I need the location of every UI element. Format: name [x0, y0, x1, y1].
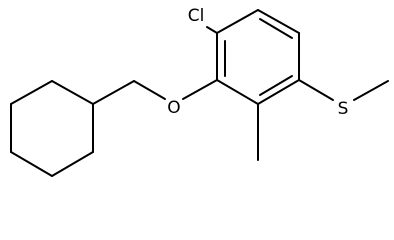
ring-bond-bottom-left [216, 79, 259, 105]
cyclohexane-bond-6 [51, 80, 94, 105]
cyclohexane-bond-3 [10, 151, 53, 177]
cyclohexane-bond-2 [51, 151, 94, 177]
molecule-structure: Cl S O [10, 6, 389, 177]
bond-methylene-cyclohexyl [92, 80, 135, 105]
sulfur-atom-label: S [338, 99, 349, 119]
oxygen-atom-label: O [167, 98, 180, 118]
ring-double-bond-top-right [259, 18, 293, 39]
ring-bond-bottom-right [257, 79, 300, 105]
chlorine-atom-label: Cl [188, 6, 205, 26]
benzene-ring [216, 9, 300, 105]
cyclohexane-bond-5 [10, 80, 53, 105]
bond-sulfur-methyl [353, 80, 389, 101]
ring-double-bond-bottom-right [259, 75, 293, 96]
cyclohexane-ring [10, 80, 94, 177]
ring-bond-top [216, 9, 259, 34]
bond-ring-oxygen [182, 79, 218, 100]
bond-ring-chlorine [206, 26, 218, 34]
ring-bond-top-right [257, 9, 300, 34]
bond-oxygen-methylene [133, 80, 166, 100]
bond-ring-sulfur [298, 79, 334, 101]
